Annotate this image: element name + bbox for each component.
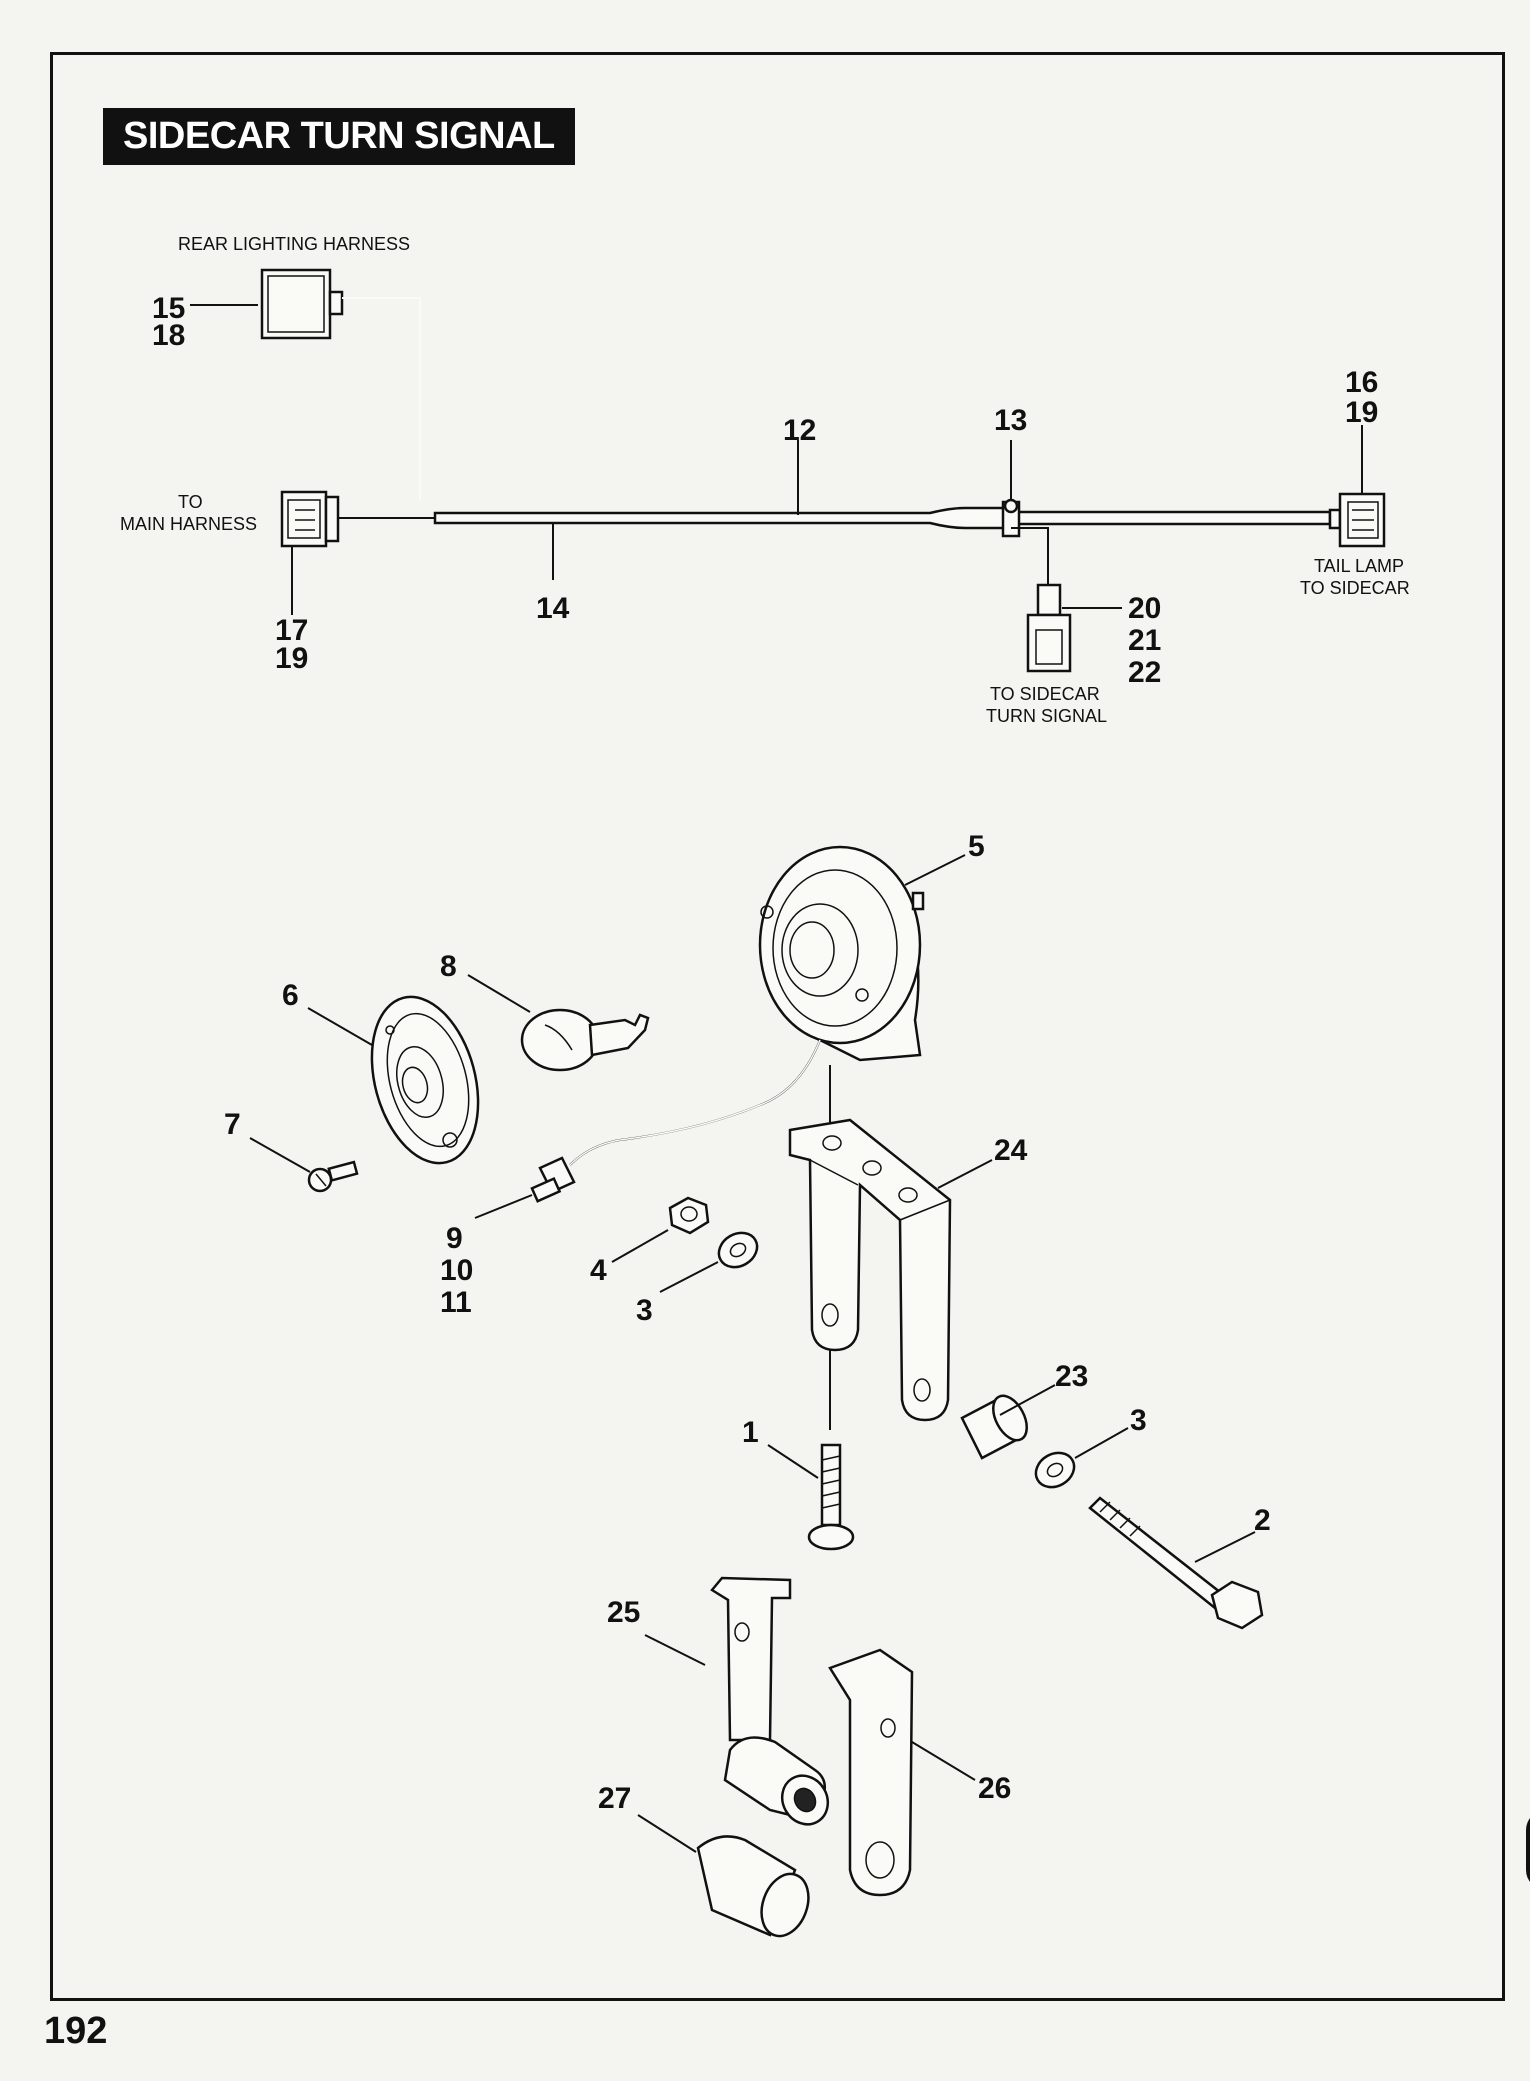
leader-5	[904, 854, 966, 886]
cable-strap	[1001, 498, 1021, 538]
callout-15: 15	[152, 292, 185, 325]
tail-lamp-connector	[1328, 492, 1386, 548]
callout-14: 14	[536, 592, 570, 625]
callout-22: 22	[1128, 656, 1161, 689]
lens-screw	[307, 1160, 359, 1193]
leader-2	[1194, 1531, 1256, 1563]
leader-23	[999, 1384, 1056, 1416]
callout-3-lower: 3	[1130, 1404, 1147, 1437]
callout-18: 18	[152, 319, 185, 352]
leader-24	[937, 1159, 993, 1189]
leader-7	[249, 1137, 311, 1173]
hex-bolt	[1088, 1496, 1264, 1630]
label-tail-lamp-line2: TO SIDECAR	[1300, 578, 1410, 598]
hex-nut	[668, 1196, 710, 1235]
leader-3-lower	[1074, 1427, 1129, 1459]
callout-26: 26	[978, 1772, 1011, 1805]
callout-21: 21	[1128, 624, 1161, 657]
label-tail-lamp-line1: TAIL LAMP	[1314, 556, 1404, 576]
leader-6	[307, 1007, 373, 1046]
callout-27: 27	[598, 1782, 631, 1815]
callout-6: 6	[282, 979, 299, 1012]
bulb	[520, 1008, 650, 1072]
callout-20: 20	[1128, 592, 1161, 625]
callout-17: 17	[275, 614, 308, 647]
leader-3-upper	[659, 1261, 719, 1293]
bracket-screw	[807, 1443, 855, 1551]
callout-25: 25	[607, 1596, 640, 1629]
leader-27	[637, 1814, 697, 1853]
washer-lower	[1034, 1451, 1076, 1489]
callout-24: 24	[994, 1134, 1028, 1167]
label-to-main-line2: MAIN HARNESS	[120, 514, 257, 534]
flat-bracket	[828, 1648, 914, 1897]
callout-8: 8	[440, 950, 457, 983]
sidecar-signal-connector	[1026, 583, 1072, 673]
mounting-bracket	[788, 1118, 952, 1422]
callout-1: 1	[742, 1416, 759, 1449]
callout-19-left: 19	[275, 642, 308, 675]
callout-4: 4	[590, 1254, 607, 1287]
label-to-main-line1: TO	[178, 492, 203, 512]
main-harness-connector	[280, 490, 340, 548]
leader-25	[644, 1634, 706, 1666]
lens	[370, 995, 480, 1165]
leader-9	[474, 1194, 533, 1219]
section-tab-marker	[1526, 1810, 1530, 1890]
callout-12: 12	[783, 414, 816, 447]
rear-lighting-connector	[260, 268, 344, 340]
callout-11: 11	[440, 1286, 472, 1319]
callout-13: 13	[994, 404, 1027, 437]
callout-3-upper: 3	[636, 1294, 653, 1327]
callout-9: 9	[446, 1222, 463, 1255]
spacer	[960, 1394, 1028, 1460]
label-sidecar-signal-line1: TO SIDECAR	[990, 684, 1100, 704]
callout-23: 23	[1055, 1360, 1088, 1393]
washer-upper	[717, 1231, 759, 1269]
callout-7: 7	[224, 1108, 241, 1141]
leader-8	[467, 974, 531, 1013]
pigtail-connector	[530, 1156, 576, 1203]
callout-5: 5	[968, 830, 985, 863]
sleeve	[696, 1835, 810, 1938]
leader-26	[911, 1741, 976, 1781]
callout-19-right: 19	[1345, 396, 1378, 429]
page-number: 192	[44, 2010, 108, 2052]
label-sidecar-signal-line2: TURN SIGNAL	[986, 706, 1107, 726]
leader-1	[767, 1444, 819, 1479]
callout-16: 16	[1345, 366, 1378, 399]
harness-sleeve	[433, 506, 1332, 530]
label-rear-lighting-harness: REAR LIGHTING HARNESS	[178, 234, 410, 254]
leader-4	[611, 1229, 669, 1263]
page-frame	[50, 52, 1505, 2001]
callout-2: 2	[1254, 1504, 1271, 1537]
tube-bracket	[710, 1576, 830, 1826]
callout-10: 10	[440, 1254, 473, 1287]
page-title: SIDECAR TURN SIGNAL	[103, 108, 575, 165]
lamp-housing	[758, 845, 925, 1062]
